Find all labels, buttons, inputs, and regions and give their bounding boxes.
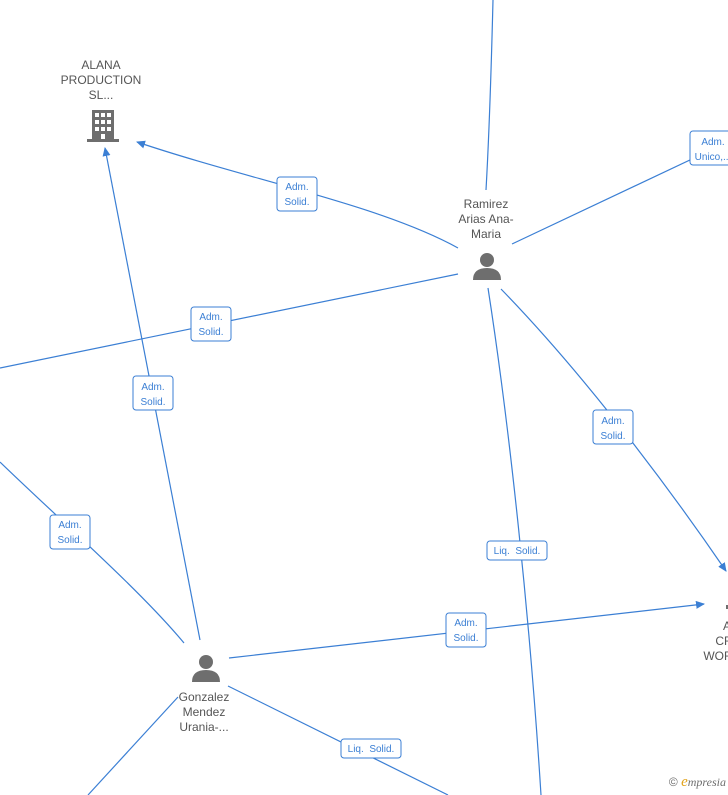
node-gonzalez-mendez[interactable]: Gonzalez Mendez Urania-... <box>179 655 230 734</box>
edge-label-text: Solid. <box>453 633 478 644</box>
node-label: PRODUCTION <box>61 73 142 87</box>
edge-label-text: Unico,... <box>695 152 728 163</box>
edge-label-e3[interactable]: Adm. Solid. <box>190 306 232 342</box>
node-label: A <box>723 619 728 633</box>
brand-logo-text: mpresia <box>687 775 726 789</box>
edge-label-e7[interactable]: Adm. Solid. <box>49 514 91 550</box>
edge-ramirez-to-bottom[interactable] <box>487 287 542 795</box>
node-label: SL... <box>89 88 114 102</box>
edge-label-text: Solid. <box>284 197 309 208</box>
edge-label-text: Adm. <box>601 416 624 427</box>
node-label: Mendez <box>183 705 226 719</box>
building-icon <box>726 605 728 609</box>
edge-label-text: Adm. <box>199 312 222 323</box>
edge-label-e6[interactable]: Liq. Solid. <box>486 540 548 561</box>
edge-label-text: Liq. Solid. <box>494 546 541 557</box>
edge-label-e2[interactable]: Adm. Unico,... <box>689 130 728 166</box>
edge-label-text: Solid. <box>57 535 82 546</box>
edge-label-e5[interactable]: Adm. Solid. <box>592 409 634 445</box>
edge-label-text: Solid. <box>140 397 165 408</box>
copyright-footer: © empresia <box>669 774 726 791</box>
edge-gonzalez-to-bottom-right[interactable] <box>227 685 449 795</box>
node-alana-production[interactable]: ALANA PRODUCTION SL... <box>61 58 142 142</box>
node-right-company[interactable]: A CR WOR <box>703 605 728 663</box>
node-label: Gonzalez <box>179 690 230 704</box>
edge-label-text: Solid. <box>198 327 223 338</box>
node-label: Arias Ana- <box>458 212 513 226</box>
node-label: ALANA <box>81 58 120 72</box>
edge-label-text: Adm. <box>701 137 724 148</box>
edge-label-text: Adm. <box>454 618 477 629</box>
node-label: Urania-... <box>179 720 228 734</box>
copyright-icon: © <box>668 775 678 789</box>
edge-label-e1[interactable]: Adm. Solid. <box>276 176 318 212</box>
edge-label-e9[interactable]: Liq. Solid. <box>340 738 402 759</box>
edge-label-text: Solid. <box>600 431 625 442</box>
node-ramirez-arias[interactable]: Ramirez Arias Ana- Maria <box>458 197 514 280</box>
edge-gonzalez-to-bottom-left[interactable] <box>87 696 179 795</box>
node-label: Maria <box>471 227 501 241</box>
edge-label-text: Liq. Solid. <box>348 744 395 755</box>
edge-top-to-ramirez <box>485 0 494 191</box>
brand-logo-e: e <box>681 774 688 790</box>
edge-label-text: Adm. <box>141 382 164 393</box>
edge-label-e4[interactable]: Adm. Solid. <box>132 375 174 411</box>
node-label: WOR <box>703 649 728 663</box>
edge-left-to-gonzalez[interactable] <box>0 461 185 644</box>
node-label: CR <box>715 634 728 648</box>
edge-label-e8[interactable]: Adm. Solid. <box>445 612 487 648</box>
edge-label-text: Adm. <box>58 520 81 531</box>
edge-label-text: Adm. <box>285 182 308 193</box>
building-icon <box>87 110 119 142</box>
person-icon <box>473 253 501 280</box>
node-label: Ramirez <box>464 197 509 211</box>
person-icon <box>192 655 220 682</box>
